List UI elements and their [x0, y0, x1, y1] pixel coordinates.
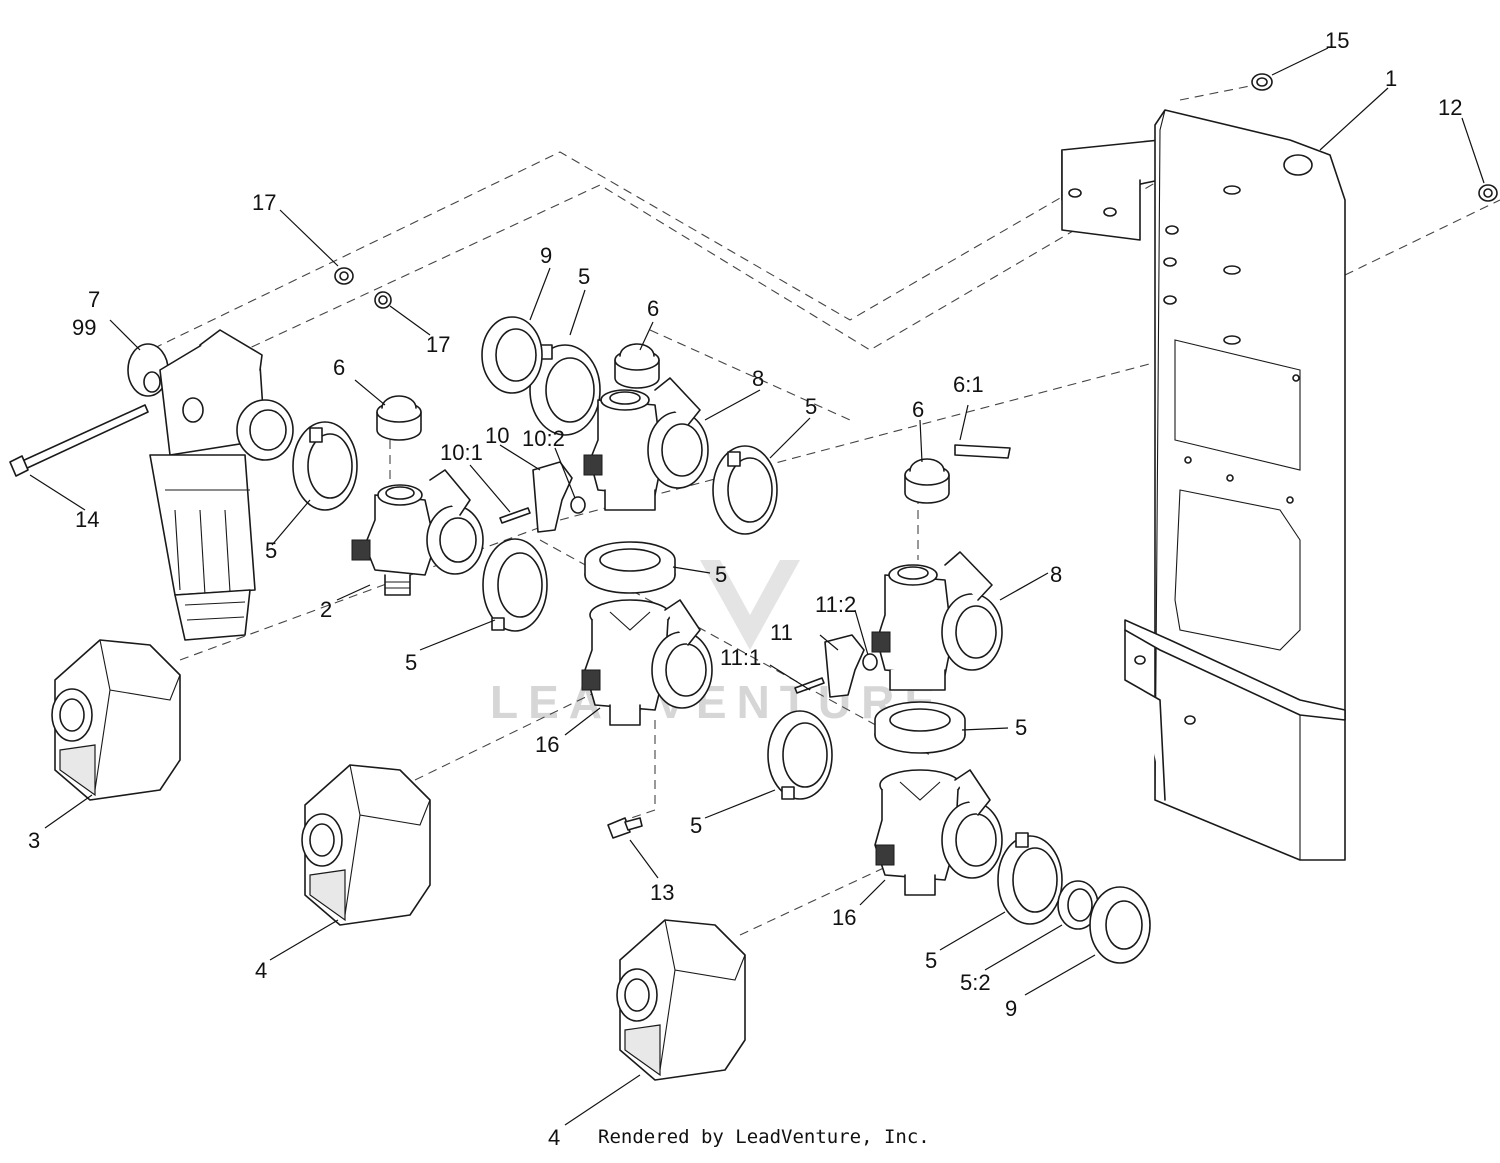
callout-5h: 5: [925, 948, 937, 973]
valve-part-2: [351, 469, 484, 596]
callout-9a: 9: [540, 243, 552, 268]
nut-part-15: [1251, 73, 1273, 91]
valve-part-8-a: [583, 377, 709, 511]
callout-6c: 6: [912, 397, 924, 422]
callout-12: 12: [1438, 95, 1462, 120]
callout-8b: 8: [1050, 562, 1062, 587]
callout-5f: 5: [1015, 715, 1027, 740]
seal-ring-part-5-e: [584, 541, 676, 594]
actuator-part-4-b: [616, 919, 746, 1081]
valve-part-16-a: [581, 599, 713, 726]
actuator-part-4-a: [301, 764, 431, 926]
bolt-part-14: [9, 404, 149, 477]
callout-10: 10: [485, 423, 509, 448]
filter-part-7: [127, 329, 294, 641]
callout-8a: 8: [752, 366, 764, 391]
seal-ring-part-5-g: [767, 710, 833, 800]
bolt-part-13: [607, 817, 643, 839]
clip-part-6-1: [954, 444, 1011, 459]
watermark-text: LEADVENTURE: [490, 676, 945, 728]
callout-7: 7: [88, 287, 100, 312]
lever-part-11: [794, 634, 878, 698]
assembly-dashed-lines: [139, 84, 1500, 936]
seal-ring-part-5-c: [529, 344, 601, 436]
seal-ring-part-5-f: [874, 701, 966, 754]
callout-4a: 4: [255, 958, 267, 983]
callout-11-2: 11:2: [815, 592, 856, 617]
leader-lines: [29, 47, 1485, 1126]
callout-10-1: 10:1: [440, 440, 483, 465]
valve-part-16-b: [874, 769, 1003, 896]
callout-5b: 5: [805, 394, 817, 419]
callout-1: 1: [1385, 66, 1397, 91]
callout-6a: 6: [333, 355, 345, 380]
seal-ring-part-5-b: [482, 538, 548, 632]
callout-4b: 4: [548, 1125, 560, 1150]
spacer-part-17-a: [334, 267, 354, 285]
callout-99: 99: [72, 315, 96, 340]
callout-3: 3: [28, 828, 40, 853]
callout-5-2: 5:2: [960, 970, 991, 995]
mounting-bracket-part-1: [1061, 109, 1346, 861]
seal-ring-part-5-h: [997, 832, 1063, 925]
cap-part-9-a: [481, 316, 543, 394]
callout-5a: 5: [578, 264, 590, 289]
seal-ring-part-5-d: [712, 445, 778, 535]
callout-13: 13: [650, 880, 674, 905]
callout-16a: 16: [535, 732, 559, 757]
valve-part-8-b: [871, 551, 1003, 691]
callout-14: 14: [75, 507, 99, 532]
seal-ring-part-5-a: [292, 421, 358, 511]
callout-5g: 5: [690, 813, 702, 838]
callout-15: 15: [1325, 28, 1349, 53]
watermark-logo: LEADVENTURE: [490, 560, 945, 728]
render-credit: Rendered by LeadVenture, Inc.: [598, 1126, 930, 1148]
callout-11-1: 11:1: [720, 645, 761, 670]
callout-17a: 17: [252, 190, 276, 215]
callout-6-1: 6:1: [953, 372, 984, 397]
callout-2: 2: [320, 597, 332, 622]
callout-16b: 16: [832, 905, 856, 930]
callout-11: 11: [770, 620, 793, 645]
callout-5d: 5: [715, 562, 727, 587]
actuator-part-3: [51, 639, 181, 801]
callout-5e: 5: [405, 650, 417, 675]
cap-part-9-b: [1089, 886, 1151, 964]
spacer-part-17-b: [374, 291, 392, 309]
callout-labels: 1 2 3 4 4 5 5 5 5 5 5 5 5 5:2 6 6 6 6:1 …: [28, 28, 1462, 1150]
callout-9b: 9: [1005, 996, 1017, 1021]
callout-6b: 6: [647, 296, 659, 321]
lever-part-10: [499, 461, 586, 533]
cap-part-6-c: [904, 458, 950, 504]
callout-10-2: 10:2: [522, 426, 565, 451]
cap-part-6-b: [614, 343, 660, 389]
nut-part-12: [1478, 184, 1498, 202]
cap-part-6-a: [376, 395, 422, 441]
callout-17b: 17: [426, 332, 450, 357]
callout-5c: 5: [265, 538, 277, 563]
